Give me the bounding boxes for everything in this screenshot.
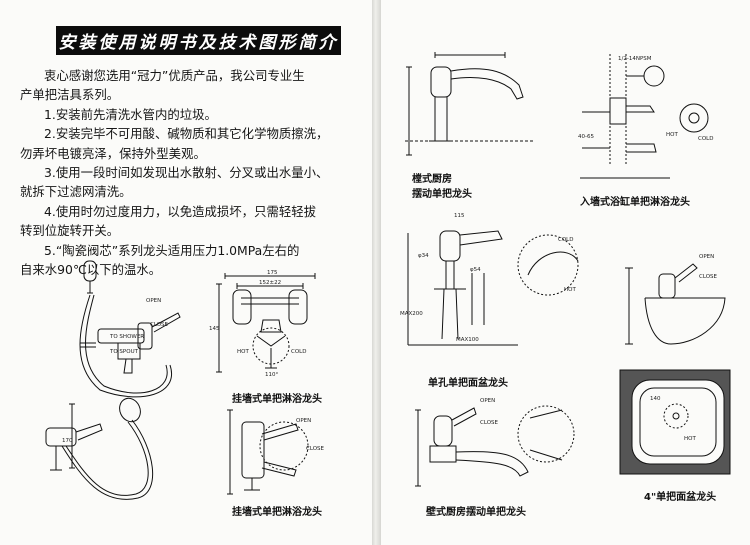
hot-label-2: HOT xyxy=(666,132,678,138)
wall-shower-mixer-drawing: 175 152±22 145 HOT COLD 110° xyxy=(209,270,325,378)
intro-line: 4.使用时勿过度用力，以免造成损坏，只需轻轻拔 xyxy=(44,203,317,219)
dim-115: 115 xyxy=(454,213,465,219)
caption-wall-shower-faucet: 挂墙式单把淋浴龙头 xyxy=(232,507,322,518)
hot-label-4: HOT xyxy=(684,436,696,442)
to-shower-label: TO SHOWER xyxy=(109,334,144,340)
wall-kitchen-faucet-drawing: OPEN CLOSE xyxy=(410,398,590,500)
intro-line: 转到位旋转开关。 xyxy=(20,223,120,239)
cold-label-2: COLD xyxy=(698,136,713,142)
caption-wall-kitchen: 壁式厨房摆动单把龙头 xyxy=(426,507,526,518)
hot-label-3: HOT xyxy=(564,287,576,293)
to-spout-label: TO SPOUT xyxy=(109,349,139,355)
close-label-4: CLOSE xyxy=(480,420,499,426)
shower-mixer-hose-drawing: OPEN CLOSE TO SHOWER TO SPOUT xyxy=(60,255,210,405)
basin-faucet-drawing: OPEN CLOSE xyxy=(615,254,735,353)
intro-line: 1.安装前先清洗水管内的垃圾。 xyxy=(44,106,217,122)
dim-34: φ34 xyxy=(418,253,429,259)
dim-54: φ54 xyxy=(470,267,481,273)
dim-152: 152±22 xyxy=(259,280,281,286)
cold-label-3: COLD xyxy=(558,237,573,243)
dim-40-65: 40-65 xyxy=(578,134,594,140)
dim-145: 145 xyxy=(209,326,220,332)
basin-4inch-faucet-drawing: 140 HOT xyxy=(620,370,730,475)
dim-max100: MAX100 xyxy=(456,337,479,343)
caption-wall-shower-mixer: 挂墙式单把淋浴龙头 xyxy=(232,394,322,405)
cold-label: COLD xyxy=(291,349,306,355)
wall-shower-faucet-drawing: OPEN CLOSE xyxy=(222,404,325,500)
intro-line: 自来水90℃以下的温水。 xyxy=(20,262,162,278)
dim-175: 175 xyxy=(267,270,278,276)
dim-140: 140 xyxy=(650,396,661,402)
left-page xyxy=(0,0,372,545)
caption-basin-4inch: 4"单把面盆龙头 xyxy=(644,492,717,503)
open-label: OPEN xyxy=(146,298,161,304)
bathtub-shower-faucet-drawing: 1/2-14NPSM 40-65 HOT COLD xyxy=(578,48,713,188)
hand-shower-faucet-drawing: 170 xyxy=(42,398,182,513)
dim-half-inch-label: 1/2-14NPSM xyxy=(618,56,652,62)
kitchen-swing-faucet-drawing xyxy=(395,45,545,163)
open-label-2: OPEN xyxy=(296,418,311,424)
intro-line: 3.使用一段时间如发现出水散射、分叉或出水量小、 xyxy=(44,165,329,181)
page-title: 安装使用说明书及技术图形简介 xyxy=(56,26,341,55)
close-label-2: CLOSE xyxy=(306,446,325,452)
open-label-4: OPEN xyxy=(480,398,495,404)
close-label-3: CLOSE xyxy=(699,274,718,280)
caption-bathtub-shower: 入墙式浴缸单把淋浴龙头 xyxy=(580,197,690,208)
hot-label: HOT xyxy=(237,349,249,355)
intro-line: 产单把洁具系列。 xyxy=(20,87,120,103)
intro-line: 2.安装完毕不可用酸、碱物质和其它化学物质擦洗， xyxy=(44,126,329,142)
intro-line: 5.“陶瓷阀芯”系列龙头适用压力1.0MPa左右的 xyxy=(44,242,300,258)
close-label: CLOSE xyxy=(150,322,169,328)
intro-line: 勿弄坏电镀亮泽，保持外型美观。 xyxy=(20,145,206,161)
dim-170: 170 xyxy=(62,438,73,444)
dim-max200: MAX200 xyxy=(400,311,423,317)
intro-text: 衷心感谢您选用“冠力”优质产品，我公司专业生 产单把洁具系列。 1.安装前先清洗… xyxy=(20,66,360,279)
caption-single-hole-basin: 单孔单把面盆龙头 xyxy=(428,378,508,389)
page-gutter xyxy=(372,0,381,545)
open-label-3: OPEN xyxy=(699,254,714,260)
intro-line: 衷心感谢您选用“冠力”优质产品，我公司专业生 xyxy=(44,68,305,83)
dim-110: 110° xyxy=(265,372,278,378)
intro-line: 就拆下过滤网清洗。 xyxy=(20,184,132,200)
single-hole-basin-faucet-drawing: 115 φ34 φ54 MAX100 MAX200 COLD HOT xyxy=(400,213,598,365)
caption-kitchen-swing: 樘式厨房 摆动单把龙头 xyxy=(412,174,472,200)
